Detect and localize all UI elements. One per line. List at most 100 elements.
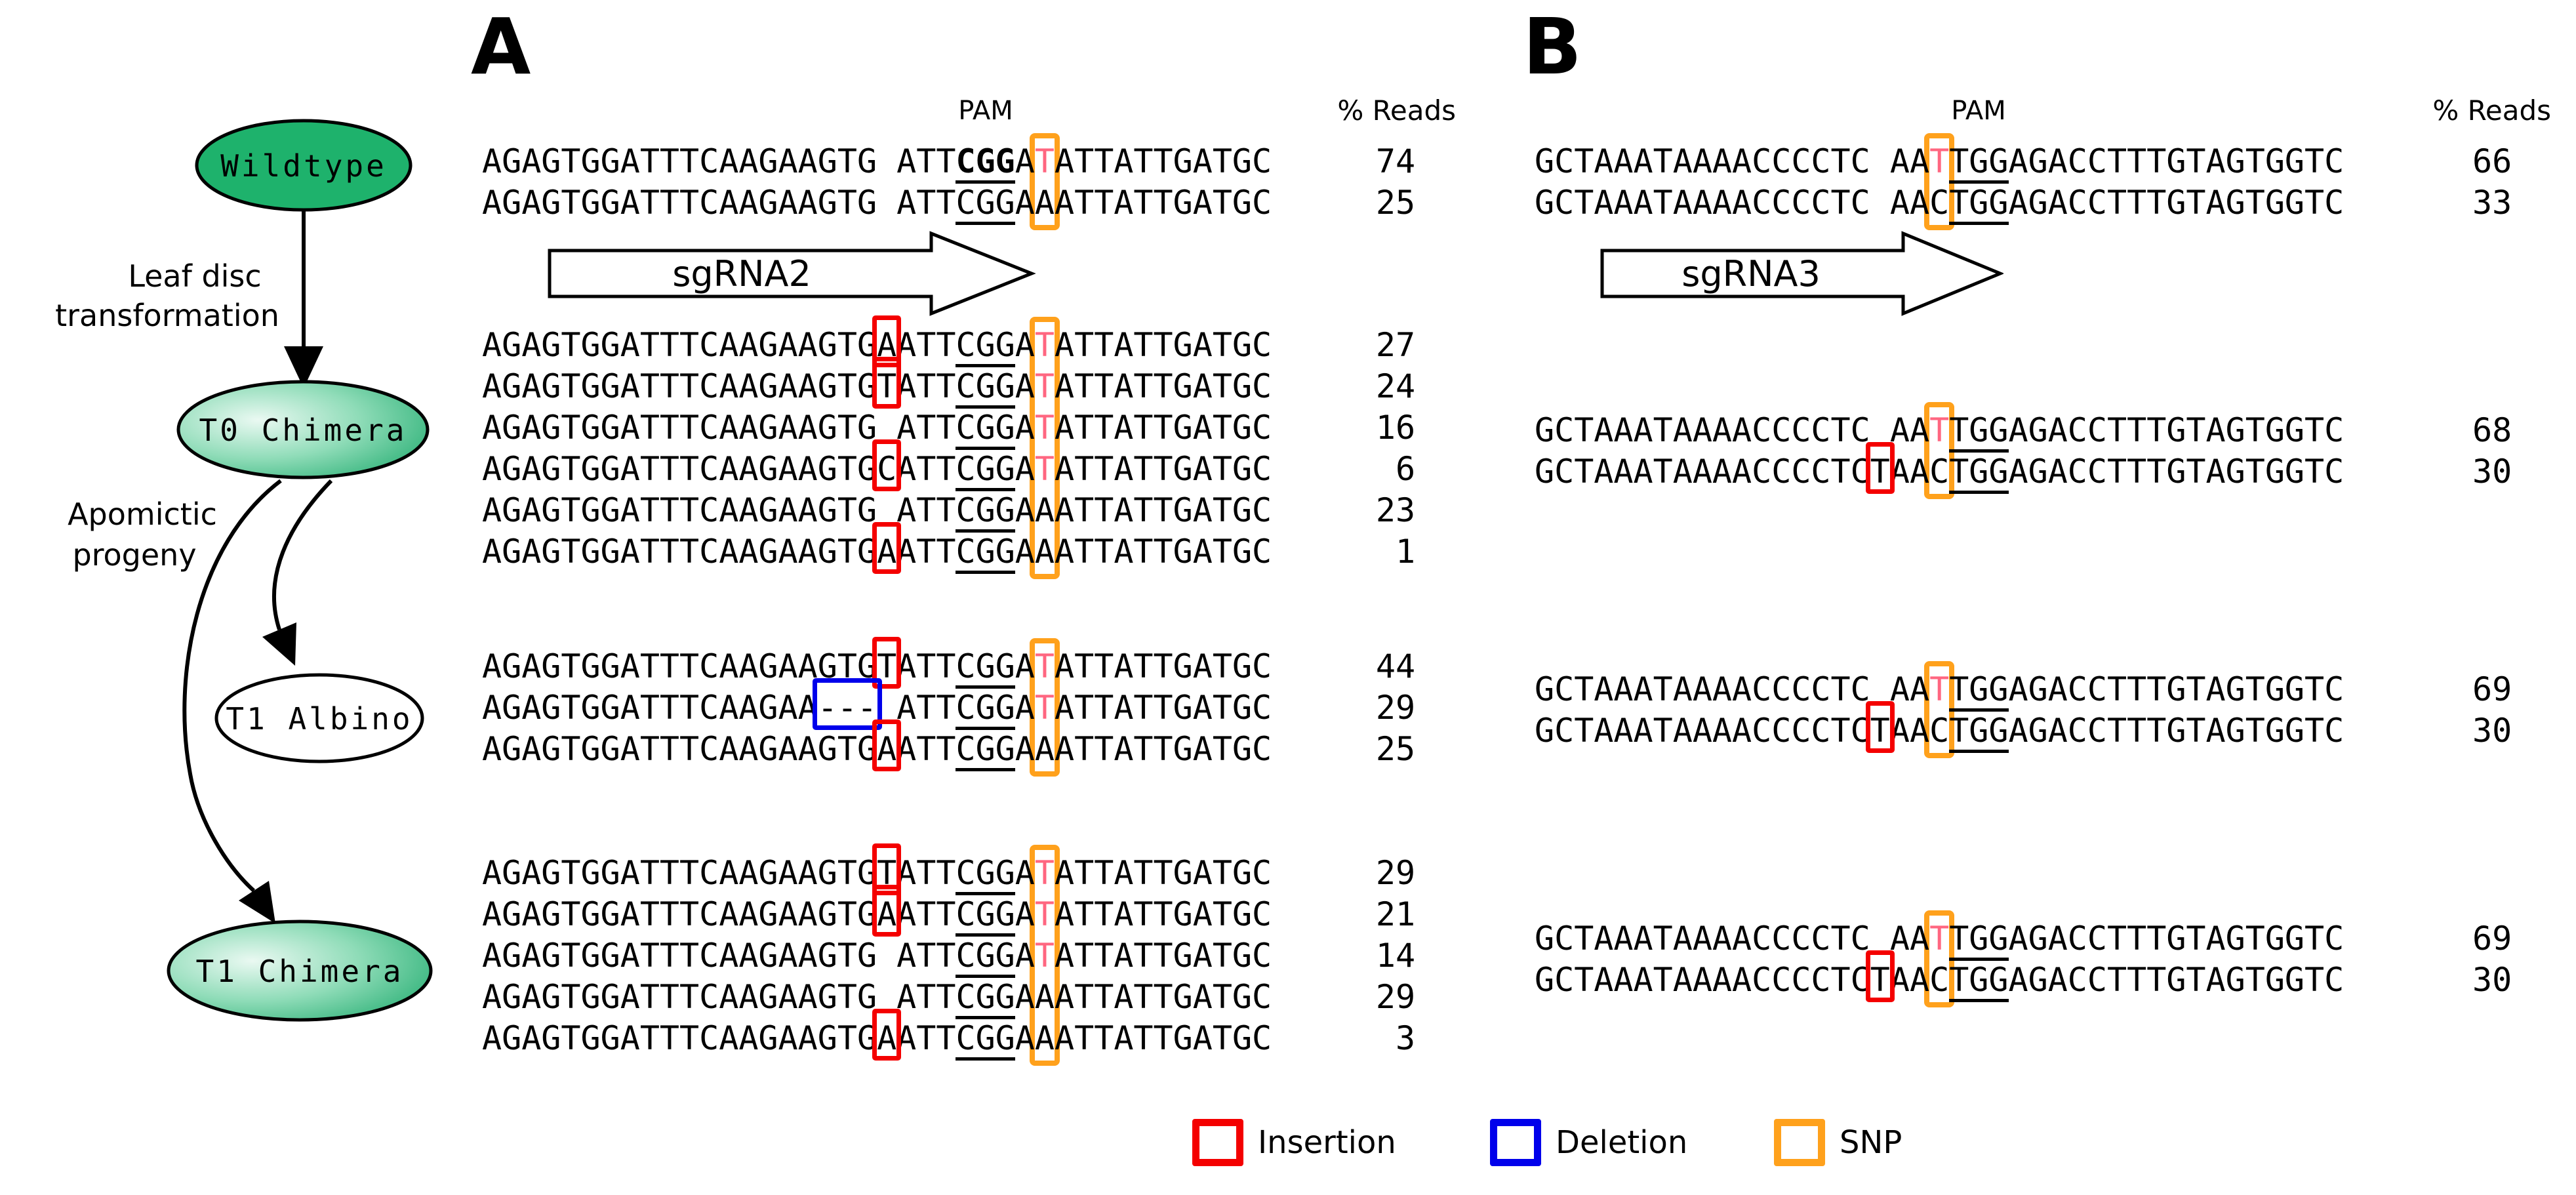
reads-value: 16 xyxy=(1375,409,1416,447)
snp-base: T xyxy=(1034,409,1055,447)
pam-sequence: TGG xyxy=(1949,142,2009,184)
sequence-segment: ATTATTGATGC xyxy=(1055,184,1272,222)
reads-value: 25 xyxy=(1375,730,1416,768)
insertion-box: A xyxy=(877,1019,897,1057)
sequence-segment: ATT xyxy=(896,533,956,571)
pam-sequence: CGG xyxy=(956,854,1015,895)
sequence-segment: AGAGTGGATTTCAAGAA xyxy=(482,689,818,727)
sequence-text: GCTAAATAAAACCCCTC AATTGGAGACCTTTGTAGTGGT… xyxy=(1535,141,2344,184)
sequence-segment: AGAGTGGATTTCAAGAAGTG xyxy=(482,326,877,364)
sgrna3-arrow: sgRNA3 xyxy=(1600,231,2003,316)
sequence-row: AGAGTGGATTTCAAGAAGTGTATTCGGATATTATTGATGC… xyxy=(482,646,1416,689)
sequence-segment: ATT xyxy=(896,326,956,364)
panel-b-reads-header: % Reads xyxy=(2432,94,2551,127)
sequence-segment: ATT xyxy=(896,937,956,975)
sequence-text: AGAGTGGATTTCAAGAAGTGAATTCGGATATTATTGATGC xyxy=(482,894,1272,937)
pam-sequence: TGG xyxy=(1949,184,2009,225)
reads-value: 21 xyxy=(1375,895,1416,933)
edge-label-leaf-disc-line1: Leaf disc xyxy=(128,258,261,294)
sequence-segment: A xyxy=(1034,1019,1055,1057)
sequence-segment: A xyxy=(1015,689,1035,727)
reads-value: 69 xyxy=(2472,920,2512,958)
sequence-segment: AGAGTGGATTTCAAGAAGTG xyxy=(482,491,897,529)
sequence-segment: A xyxy=(1015,937,1035,975)
sequence-row: AGAGTGGATTTCAAGAA--- ATTCGGATATTATTGATGC… xyxy=(482,687,1416,730)
sequence-segment: A xyxy=(1015,326,1035,364)
deletion-box: --- xyxy=(817,689,877,727)
reads-value: 14 xyxy=(1375,937,1416,975)
sequence-segment: GCTAAATAAAACCCCTC xyxy=(1535,142,1890,180)
reads-value: 29 xyxy=(1375,689,1416,727)
sequence-segment: AGAGTGGATTTCAAGAAGTG xyxy=(482,978,897,1016)
insertion-box: C xyxy=(877,450,897,488)
node-wildtype-label: Wildtype xyxy=(220,148,387,184)
panel-b-group-t1-albino: GCTAAATAAAACCCCTC AATTGGAGACCTTTGTAGTGGT… xyxy=(1535,661,2512,758)
insertion-box: T xyxy=(877,854,897,892)
insertion-box: T xyxy=(877,367,897,405)
sequence-segment: ATTATTGATGC xyxy=(1055,1019,1272,1057)
sequence-segment: A xyxy=(1034,533,1055,571)
sequence-segment: GCTAAATAAAACCCCTC xyxy=(1535,453,1870,491)
sequence-segment xyxy=(877,689,896,727)
reads-value: 6 xyxy=(1395,450,1416,488)
sequence-segment: GCTAAATAAAACCCCTC xyxy=(1535,411,1890,449)
sequence-segment: AGAGTGGATTTCAAGAAGTG xyxy=(482,184,897,222)
sequence-segment: AGACCTTTGTAGTGGTC xyxy=(2008,184,2345,222)
sequence-segment: AGAGTGGATTTCAAGAAGTG xyxy=(482,895,877,933)
sequence-row: AGAGTGGATTTCAAGAAGTGAATTCGGATATTATTGATGC… xyxy=(482,325,1416,367)
arrowhead-wildtype-to-t0 xyxy=(284,346,323,388)
sequence-text: GCTAAATAAAACCCCTC AATTGGAGACCTTTGTAGTGGT… xyxy=(1535,669,2344,712)
snp-base: T xyxy=(1034,854,1055,892)
sequence-segment: ATT xyxy=(896,647,956,685)
sequence-segment: AA xyxy=(1889,670,1930,708)
insertion-box: A xyxy=(877,895,897,933)
reads-value: 23 xyxy=(1375,491,1416,529)
panel-a-reads-header: % Reads xyxy=(1337,94,1456,127)
sequence-segment: A xyxy=(1034,730,1055,768)
sequence-row: AGAGTGGATTTCAAGAAGTG ATTCGGATATTATTGATGC… xyxy=(482,407,1416,450)
sequence-segment: GCTAAATAAAACCCCTC xyxy=(1535,670,1890,708)
sequence-segment: A xyxy=(1015,491,1035,529)
sequence-segment: ATT xyxy=(896,895,956,933)
sequence-segment: C xyxy=(1929,184,1950,222)
legend-item-insertion: Insertion xyxy=(1192,1119,1396,1166)
sequence-row: AGAGTGGATTTCAAGAAGTGAATTCGGATATTATTGATGC… xyxy=(482,894,1416,937)
sequence-row: GCTAAATAAAACCCCTCTAACTGGAGACCTTTGTAGTGGT… xyxy=(1535,960,2512,1002)
reads-value: 29 xyxy=(1375,854,1416,892)
sequence-segment: ATT xyxy=(896,730,956,768)
pam-sequence: CGG xyxy=(956,937,1015,978)
sequence-text: AGAGTGGATTTCAAGAAGTG ATTCGGATATTATTGATGC xyxy=(482,141,1272,184)
snp-legend-box xyxy=(1774,1119,1825,1166)
sequence-row: GCTAAATAAAACCCCTC AATTGGAGACCTTTGTAGTGGT… xyxy=(1535,918,2512,961)
sequence-segment: ATTATTGATGC xyxy=(1055,533,1272,571)
sequence-text: AGAGTGGATTTCAAGAAGTG ATTCGGATATTATTGATGC xyxy=(482,935,1272,978)
sequence-segment: AGAGTGGATTTCAAGAAGTG xyxy=(482,854,877,892)
sequence-segment: ATT xyxy=(896,367,956,405)
sequence-text: GCTAAATAAAACCCCTC AATTGGAGACCTTTGTAGTGGT… xyxy=(1535,918,2344,961)
reads-value: 44 xyxy=(1375,647,1416,685)
insertion-box: T xyxy=(1870,961,1890,999)
sequence-segment: AA xyxy=(1889,142,1930,180)
node-t0-chimera xyxy=(176,380,430,479)
panel-a-group-t1-albino: AGAGTGGATTTCAAGAAGTGTATTCGGATATTATTGATGC… xyxy=(482,638,1416,777)
sequence-row: GCTAAATAAAACCCCTC AATTGGAGACCTTTGTAGTGGT… xyxy=(1535,669,2512,712)
insertion-legend-label: Insertion xyxy=(1258,1124,1396,1161)
pam-sequence: CGG xyxy=(956,142,1015,184)
sequence-segment: GCTAAATAAAACCCCTC xyxy=(1535,184,1890,222)
sequence-segment: ATTATTGATGC xyxy=(1055,367,1272,405)
sequence-segment: AA xyxy=(1889,712,1930,750)
reads-value: 3 xyxy=(1395,1019,1416,1057)
sequence-row: GCTAAATAAAACCCCTC AACTGGAGACCTTTGTAGTGGT… xyxy=(1535,182,2512,225)
sequence-row: GCTAAATAAAACCCCTC AATTGGAGACCTTTGTAGTGGT… xyxy=(1535,141,2512,184)
arrowhead-t0-to-t1-chimera xyxy=(239,881,275,923)
reads-value: 1 xyxy=(1395,533,1416,571)
reads-value: 68 xyxy=(2472,411,2512,449)
arrow-t0-to-t1-albino xyxy=(272,479,333,630)
insertion-box: T xyxy=(1870,712,1890,750)
sequence-segment: ATT xyxy=(896,689,956,727)
sequence-segment: A xyxy=(1034,184,1055,222)
reads-value: 27 xyxy=(1375,326,1416,364)
sequence-segment: A xyxy=(1015,647,1035,685)
insertion-box: A xyxy=(877,533,897,571)
